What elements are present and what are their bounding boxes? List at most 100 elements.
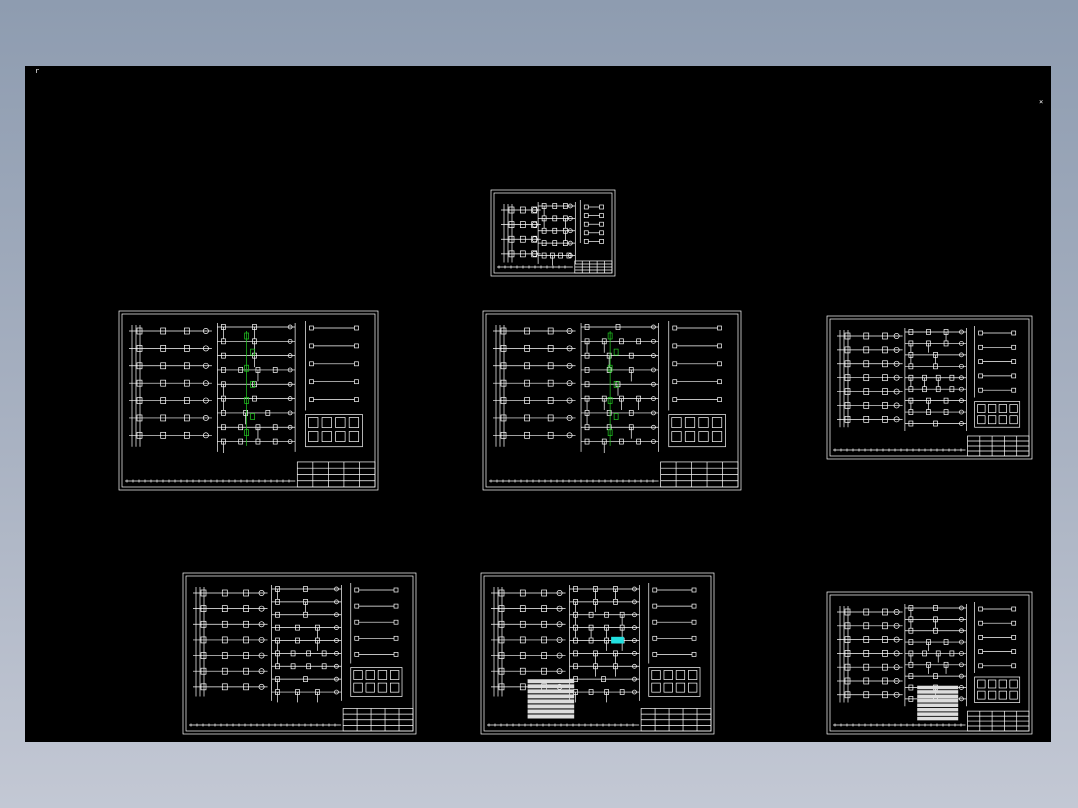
- terminal-symbol: [978, 620, 983, 626]
- highlight-marker: [611, 636, 624, 644]
- motor-symbol: [893, 333, 900, 339]
- breaker-symbol: [184, 379, 190, 387]
- contact-symbol: [563, 203, 568, 209]
- terminal-symbol: [1011, 344, 1017, 350]
- motor-symbol: [202, 414, 209, 421]
- relay-coil: [959, 329, 964, 335]
- breaker-symbol: [160, 397, 167, 404]
- motor-symbol: [566, 414, 573, 421]
- breaker-symbol: [547, 431, 554, 439]
- breaker-symbol: [500, 362, 507, 370]
- breaker-symbol: [524, 362, 530, 370]
- breaker-symbol: [500, 431, 507, 439]
- contact-symbol: [573, 586, 578, 592]
- breaker-symbol: [524, 379, 530, 387]
- terminal-symbol: [691, 652, 697, 657]
- breaker-symbol: [519, 605, 526, 612]
- contact-symbol: [295, 637, 300, 644]
- breaker-symbol: [200, 667, 207, 675]
- contact-symbol: [552, 215, 558, 222]
- contact-symbol: [628, 352, 634, 359]
- breaker-symbol: [500, 414, 507, 422]
- title-sheet[interactable]: [490, 189, 616, 277]
- sheet-1[interactable]: [118, 310, 379, 491]
- terminal-symbol: [1011, 606, 1017, 612]
- highlight-marker: [250, 380, 255, 388]
- motor-symbol: [202, 362, 209, 369]
- panel-device: [353, 670, 363, 680]
- terminal-symbol: [691, 619, 697, 625]
- relay-coil: [651, 439, 656, 444]
- panel-device: [348, 417, 360, 428]
- breaker-symbol: [882, 332, 888, 340]
- panel-device: [688, 682, 698, 693]
- panel-device: [998, 679, 1007, 689]
- contact-symbol: [221, 410, 226, 416]
- sheet-4[interactable]: [182, 572, 417, 735]
- cad-drawing-canvas[interactable]: r ×: [25, 66, 1051, 742]
- breaker-symbol: [531, 235, 538, 243]
- breaker-symbol: [508, 235, 515, 243]
- breaker-symbol: [547, 379, 554, 387]
- breaker-symbol: [221, 683, 228, 691]
- relay-coil: [567, 253, 573, 258]
- contact-symbol: [908, 420, 914, 427]
- motor-symbol: [556, 652, 563, 659]
- terminal-symbol: [652, 587, 658, 593]
- motor-symbol: [893, 650, 900, 657]
- breaker-symbol: [863, 374, 870, 382]
- motor-symbol: [566, 362, 573, 369]
- sheet-inner-frame: [485, 313, 739, 488]
- sheet-2[interactable]: [482, 310, 742, 491]
- relay-coil: [959, 421, 964, 426]
- terminal-symbol: [978, 359, 983, 364]
- terminal-symbol: [978, 330, 983, 336]
- breaker-symbol: [863, 677, 870, 685]
- panel-device: [321, 417, 332, 428]
- sheet-inner-frame: [121, 313, 376, 488]
- breaker-symbol: [531, 250, 538, 258]
- breaker-symbol: [547, 397, 554, 404]
- sheet-5[interactable]: [480, 572, 715, 735]
- contact-symbol: [908, 363, 914, 370]
- motor-symbol: [202, 432, 209, 439]
- contact-symbol: [619, 689, 625, 695]
- motor-symbol: [556, 590, 563, 596]
- breaker-symbol: [844, 402, 851, 409]
- sheet-6[interactable]: [826, 591, 1033, 735]
- terminal-symbol: [354, 325, 359, 331]
- terminal-symbol: [354, 635, 360, 641]
- breaker-symbol: [184, 327, 190, 335]
- terminal-symbol: [583, 204, 589, 210]
- panel-device: [1009, 415, 1018, 425]
- sheet-3[interactable]: [826, 315, 1033, 460]
- breaker-symbol: [498, 667, 505, 675]
- breaker-symbol: [882, 663, 888, 671]
- contact-symbol: [265, 410, 271, 416]
- contact-symbol: [943, 397, 949, 404]
- contact-symbol: [926, 409, 931, 415]
- breaker-symbol: [221, 636, 228, 644]
- contact-symbol: [933, 627, 938, 634]
- terminal-symbol: [652, 635, 658, 641]
- relay-coil: [334, 676, 339, 682]
- relay-coil: [567, 240, 573, 246]
- panel-layout-box: [305, 414, 363, 448]
- relay-coil: [632, 689, 637, 695]
- relay-coil: [959, 409, 964, 415]
- relay-coil: [334, 689, 339, 695]
- panel-device: [308, 431, 319, 442]
- breaker-symbol: [844, 677, 851, 685]
- contact-symbol: [584, 424, 590, 431]
- contact-symbol: [933, 363, 938, 370]
- panel-device: [675, 682, 686, 693]
- panel-device: [987, 690, 997, 700]
- contact-symbol: [272, 424, 278, 431]
- contact-symbol: [588, 689, 594, 695]
- relay-coil: [959, 696, 964, 702]
- panel-device: [684, 417, 696, 428]
- breaker-symbol: [882, 374, 888, 382]
- sheet-inner-frame: [493, 192, 613, 274]
- terminal-symbol: [309, 397, 314, 402]
- breaker-symbol: [519, 250, 526, 258]
